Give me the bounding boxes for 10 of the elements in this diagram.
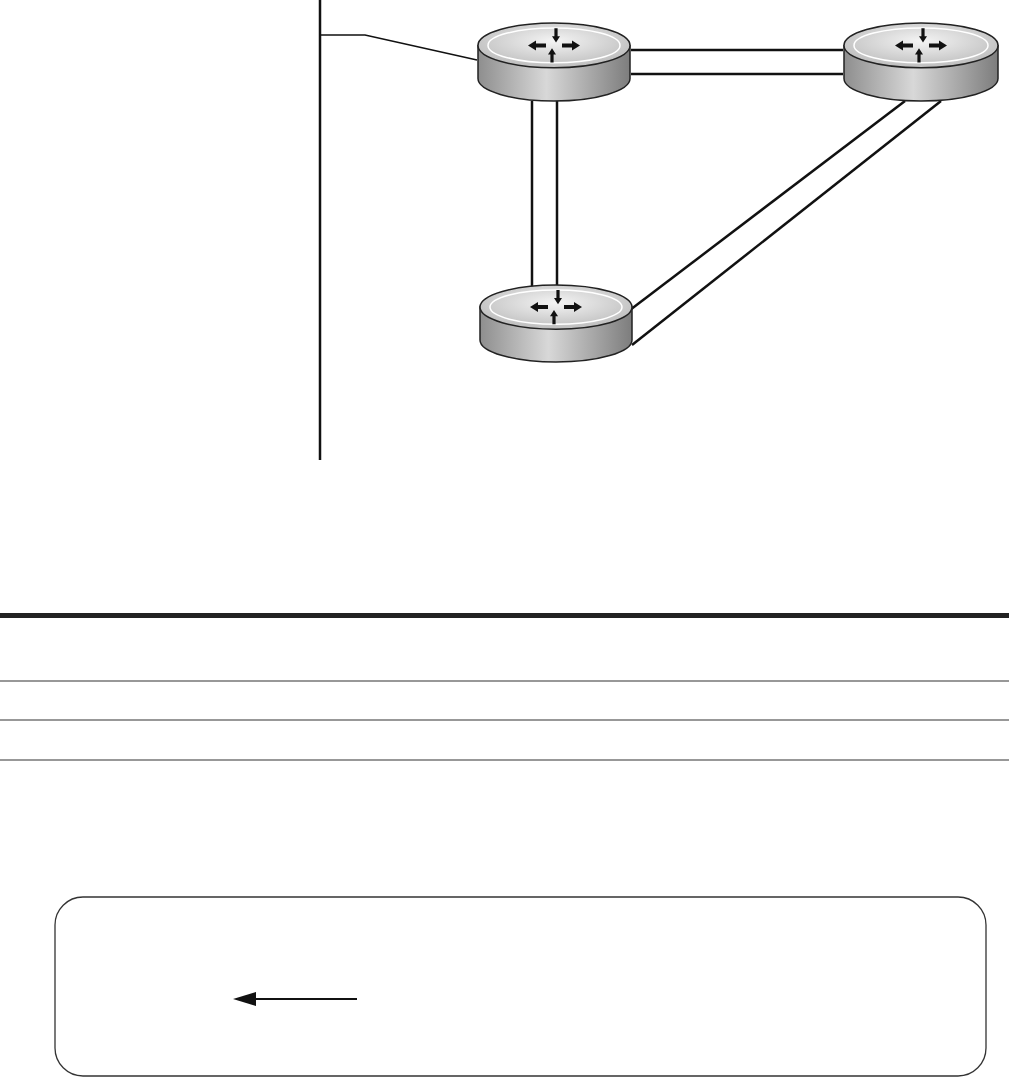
link-line: [555, 101, 559, 287]
router-icon: [479, 284, 633, 363]
link-line: [631, 100, 942, 346]
router-icon: [843, 22, 999, 102]
link-line: [631, 48, 843, 52]
router-icon: [477, 22, 631, 102]
link-line: [631, 72, 843, 76]
rounded-panel: [54, 896, 987, 1077]
link-line: [530, 101, 534, 288]
leader-line: [319, 34, 478, 61]
